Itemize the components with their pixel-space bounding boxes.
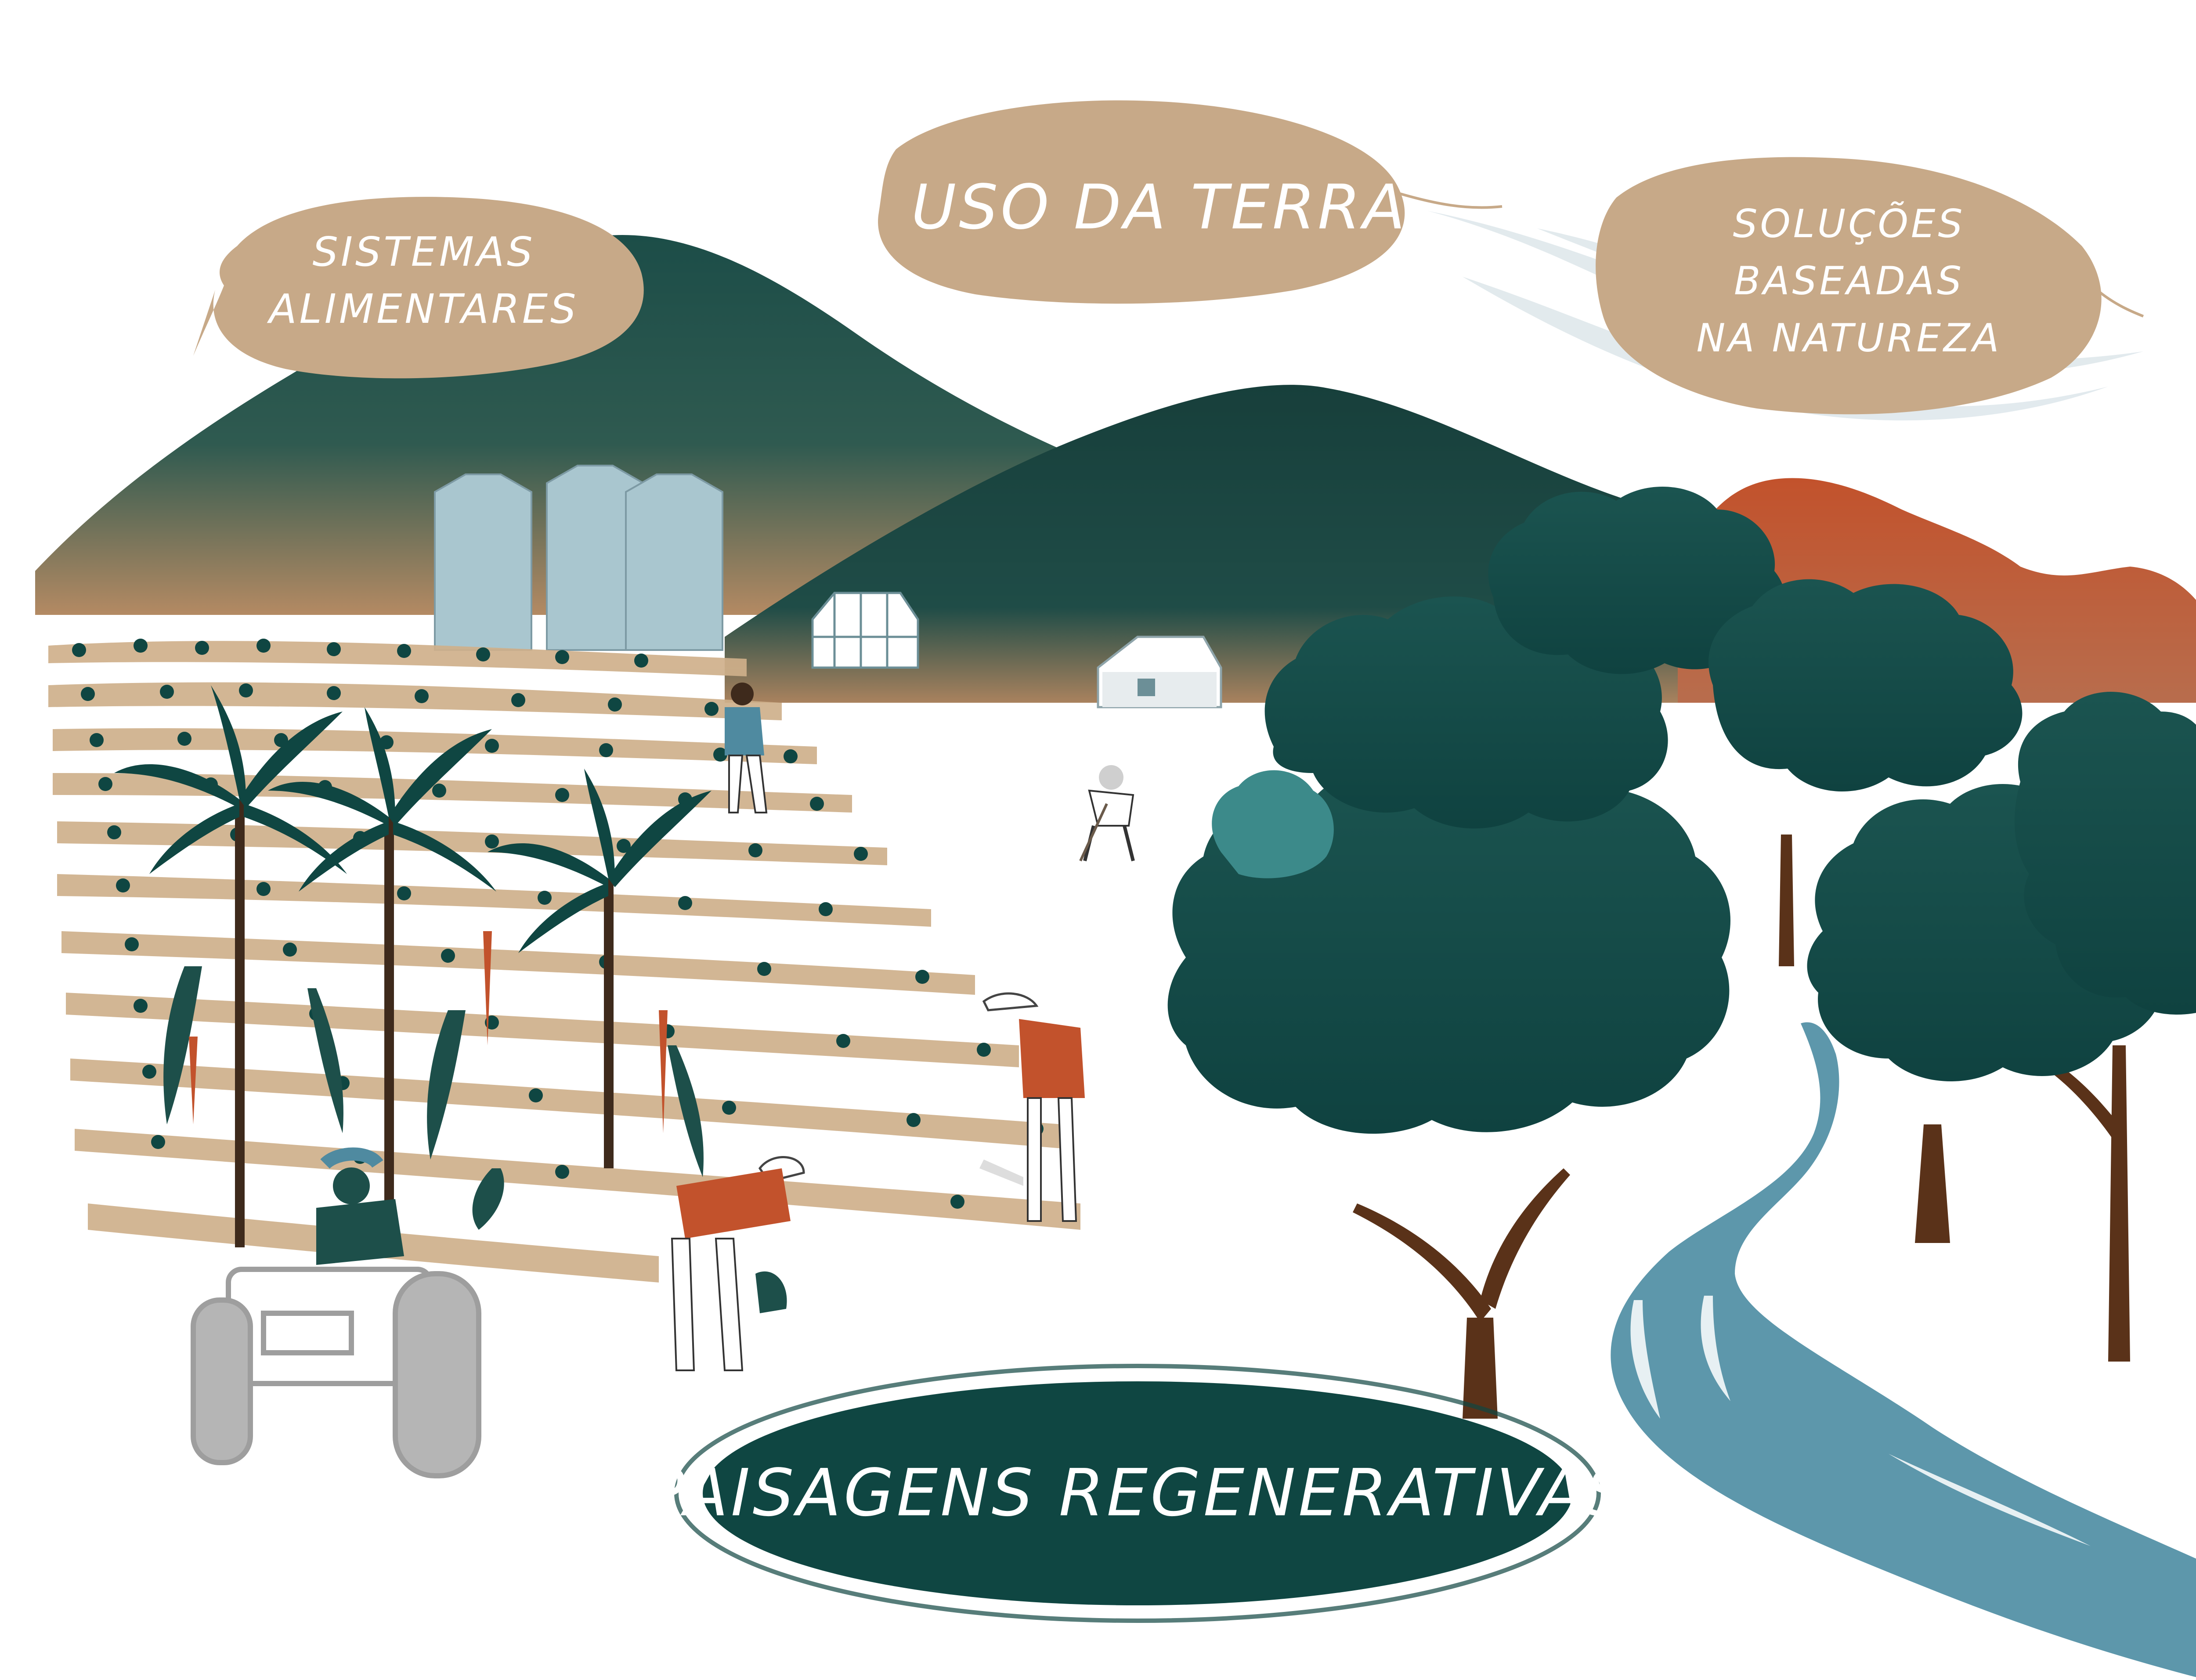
- tractor-icon: [191, 1147, 481, 1478]
- solucoes-line-2: BASEADAS: [1734, 258, 1964, 303]
- tree-trunks: [1353, 835, 2130, 1419]
- label-paisagens-regenerativas: PAISAGENS REGENERATIVAS: [645, 1364, 1630, 1623]
- solucoes-line-3: NA NATUREZA: [1696, 315, 2001, 361]
- river-icon: [1611, 1022, 2196, 1677]
- farmer-icon: [671, 1156, 805, 1371]
- barn-icon: [1097, 636, 1222, 708]
- sistemas-line-1: SISTEMAS: [313, 228, 535, 275]
- field-rows: [48, 641, 1080, 1283]
- sistemas-line-2: ALIMENTARES: [267, 285, 579, 332]
- mountain-icon: [35, 235, 1186, 615]
- label-solucoes-baseadas: SOLUÇÕES BASEADAS NA NATUREZA: [1596, 157, 2144, 415]
- tree-icon: [1167, 486, 2196, 1134]
- palm-icon: [114, 685, 712, 1247]
- greenhouse-icon: [811, 592, 919, 669]
- farmer-icon: [725, 683, 768, 813]
- label-uso-da-terra: USO DA TERRA: [878, 100, 1503, 304]
- paisagens-text: PAISAGENS REGENERATIVAS: [645, 1455, 1630, 1531]
- farmer-icon: [1079, 765, 1135, 862]
- label-sistemas-alimentares: SISTEMAS ALIMENTARES: [193, 197, 644, 379]
- silo-icon: [434, 465, 723, 651]
- farmer-icon: [979, 992, 1085, 1222]
- solucoes-line-1: SOLUÇÕES: [1733, 201, 1965, 246]
- river-highlights: [1630, 1296, 2091, 1546]
- uso-da-terra-text: USO DA TERRA: [911, 172, 1408, 243]
